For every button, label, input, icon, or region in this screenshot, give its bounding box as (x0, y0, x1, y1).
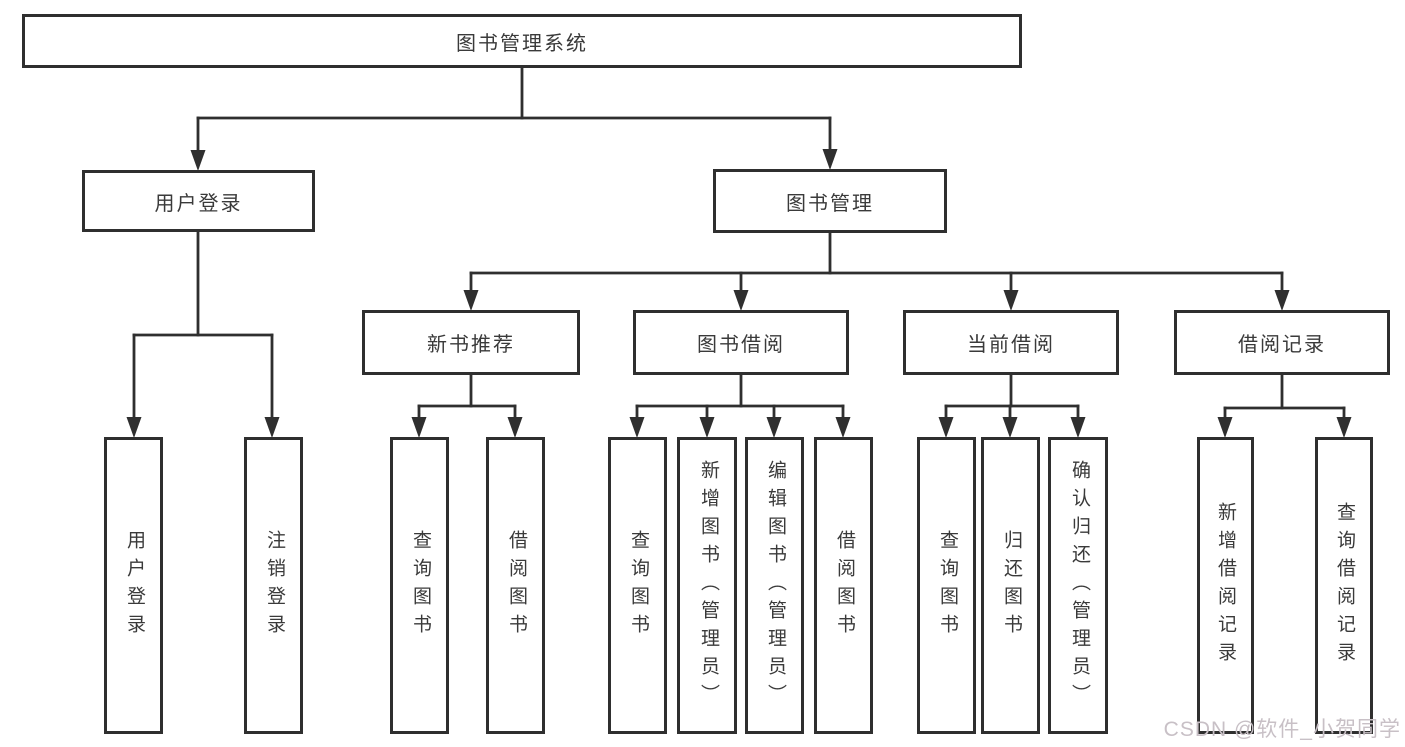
node-label: 图书借阅 (697, 334, 785, 356)
node-book-borrow: 图书借阅 (633, 310, 849, 375)
leaf-query-book-recommend: 查询图书 (390, 437, 449, 734)
leaf-borrow-book: 借阅图书 (814, 437, 873, 734)
leaf-query-book-borrow: 查询图书 (608, 437, 667, 734)
watermark: CSDN @软件_小贺同学 (1163, 718, 1401, 741)
leaf-confirm-return-admin: 确认归还（管理员） (1048, 437, 1108, 734)
arrowheads (126, 149, 1352, 438)
node-label: 图书管理系统 (456, 32, 588, 55)
leaf-query-book-current: 查询图书 (917, 437, 976, 734)
leaf-user-login: 用户登录 (104, 437, 163, 734)
node-new-book-recommend: 新书推荐 (362, 310, 580, 375)
node-system-root: 图书管理系统 (22, 14, 1022, 68)
leaf-edit-book-admin: 编辑图书（管理员） (745, 437, 804, 734)
node-book-management: 图书管理 (713, 169, 947, 233)
node-label: 图书管理 (786, 192, 874, 215)
node-label: 用户登录 (154, 192, 243, 215)
leaf-return-book: 归还图书 (981, 437, 1040, 734)
leaf-add-book-admin: 新增图书（管理员） (677, 437, 737, 734)
leaf-logout: 注销登录 (244, 437, 303, 734)
node-borrow-record: 借阅记录 (1174, 310, 1390, 375)
node-label: 新书推荐 (427, 334, 515, 356)
leaf-query-borrow-record: 查询借阅记录 (1315, 437, 1373, 734)
leaf-add-borrow-record: 新增借阅记录 (1197, 437, 1254, 734)
node-label: 借阅记录 (1238, 334, 1326, 356)
leaf-borrow-book-recommend: 借阅图书 (486, 437, 545, 734)
node-current-borrow: 当前借阅 (903, 310, 1119, 375)
node-user-login-module: 用户登录 (82, 170, 315, 232)
node-label: 当前借阅 (967, 334, 1055, 356)
